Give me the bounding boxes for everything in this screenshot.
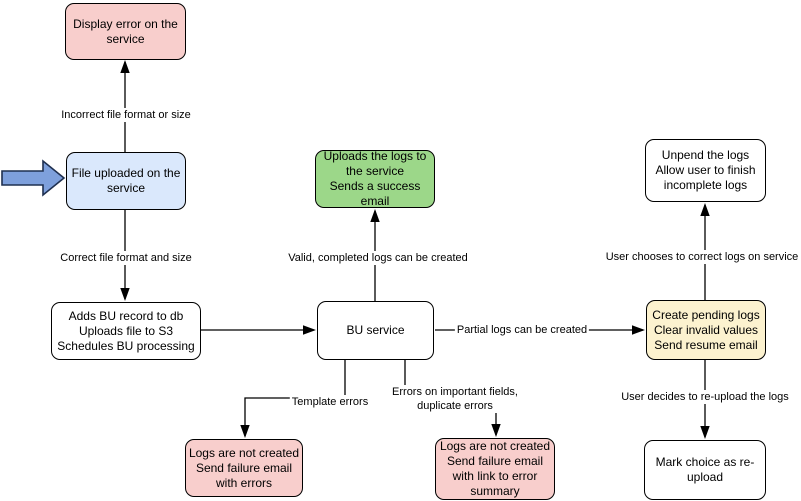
node-adds-bu-record: Adds BU record to db Uploads file to S3 … [51, 302, 201, 360]
node-logs-not-created-fields: Logs are not created Send failure email … [435, 438, 555, 500]
edge-label-incorrect-format: Incorrect file format or size [59, 108, 193, 122]
node-uploads-logs-success-label: Uploads the logs to the service Sends a … [323, 149, 427, 208]
node-unpend-logs: Unpend the logs Allow user to finish inc… [645, 139, 766, 202]
edge-label-template-errors: Template errors [289, 395, 371, 409]
node-mark-choice-reupload: Mark choice as re- upload [644, 440, 766, 500]
edge-label-field-errors: Errors on important fields, duplicate er… [390, 385, 520, 413]
node-uploads-logs-success: Uploads the logs to the service Sends a … [315, 149, 435, 208]
edge-label-correct-format: Correct file format and size [58, 251, 194, 265]
node-logs-not-created-fields-label: Logs are not created Send failure email … [439, 439, 551, 498]
node-display-error: Display error on the service [65, 3, 186, 60]
node-mark-choice-reupload-label: Mark choice as re- upload [655, 455, 755, 484]
node-logs-not-created-template: Logs are not created Send failure email … [185, 439, 303, 497]
node-create-pending-logs: Create pending logs Clear invalid values… [646, 300, 766, 360]
node-unpend-logs-label: Unpend the logs Allow user to finish inc… [655, 148, 756, 192]
node-create-pending-logs-label: Create pending logs Clear invalid values… [652, 307, 760, 352]
edge-label-valid-logs: Valid, completed logs can be created [286, 251, 470, 265]
node-file-uploaded-label: File uploaded on the service [71, 166, 181, 195]
edge-label-partial-logs: Partial logs can be created [454, 323, 590, 337]
node-bu-service: BU service [317, 301, 434, 360]
node-file-uploaded: File uploaded on the service [66, 152, 186, 210]
node-bu-service-label: BU service [346, 323, 405, 337]
edge-label-choose-correct: User chooses to correct logs on service [603, 250, 801, 264]
node-logs-not-created-template-label: Logs are not created Send failure email … [188, 445, 300, 490]
node-display-error-label: Display error on the service [73, 16, 178, 46]
input-block-arrow [1, 159, 66, 197]
node-adds-bu-record-label: Adds BU record to db Uploads file to S3 … [57, 308, 195, 353]
edge-label-reupload: User decides to re-upload the logs [619, 390, 791, 404]
